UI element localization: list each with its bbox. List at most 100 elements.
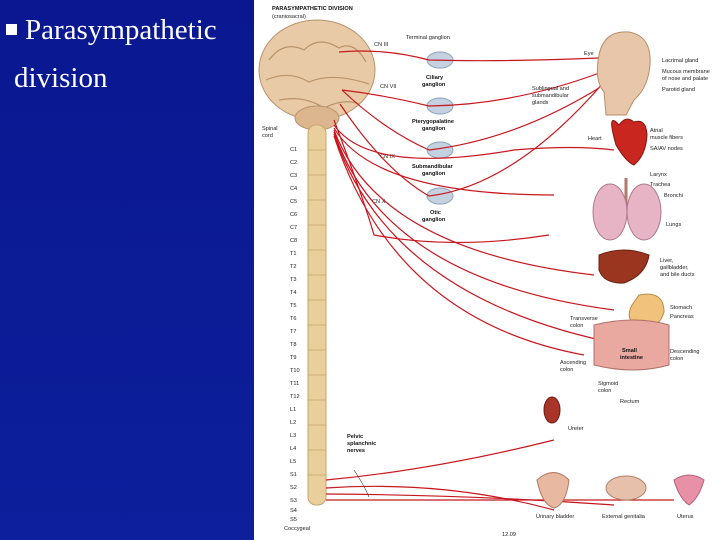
rectum-label: Rectum — [620, 399, 640, 405]
bladder-label: Urinary bladder — [536, 514, 574, 520]
pelvic-label-1: Pelvic — [347, 434, 363, 440]
trachea-label: Trachea — [650, 182, 671, 188]
heart-illustration — [611, 118, 648, 166]
right-lung — [626, 183, 662, 241]
genitalia-illustration — [605, 475, 647, 501]
brain-shape — [258, 19, 376, 121]
segment-l2: L2 — [290, 420, 296, 426]
segment-s3: S3 — [290, 498, 297, 504]
transverse-label-1: Transverse — [570, 316, 598, 322]
sublingual-label-2: submandibular — [532, 93, 569, 99]
descending-label-2: colon — [670, 356, 683, 362]
segment-c3: C3 — [290, 173, 297, 179]
segment-t10: T10 — [290, 368, 300, 374]
spinal-cord — [307, 124, 327, 506]
diagram-svg: PARASYMPATHETIC DIVISION (craniosacral) … — [258, 6, 710, 538]
sigmoid-label-1: Sigmoid — [598, 381, 618, 387]
segment-t3: T3 — [290, 277, 297, 283]
brain-fold-1 — [268, 41, 367, 63]
segment-l5: L5 — [290, 459, 296, 465]
segment-t2: T2 — [290, 264, 297, 270]
diagram-subheader: (craniosacral) — [272, 14, 306, 20]
segment-t11: T11 — [290, 381, 299, 387]
otic-label-2: ganglion — [422, 217, 446, 223]
ascending-label-2: colon — [560, 367, 573, 373]
ascending-label-1: Ascending — [560, 360, 586, 366]
pelvic-label-3: nerves — [347, 448, 365, 454]
genitalia-label: External genitalia — [602, 514, 646, 520]
ciliary-label-1: Ciliary — [426, 75, 444, 81]
segment-c7: C7 — [290, 225, 297, 231]
parasympathetic-diagram: PARASYMPATHETIC DIVISION (craniosacral) … — [254, 0, 720, 540]
cn-ix-label: CN IX — [380, 154, 395, 160]
sublingual-label-3: glands — [532, 100, 549, 106]
pelvic-label-2: splanchnic — [347, 441, 376, 447]
segment-c8: C8 — [290, 238, 297, 244]
small-int-label-2: intestine — [620, 355, 643, 361]
segment-l4: L4 — [290, 446, 296, 452]
figure-number: 12.09 — [502, 532, 516, 538]
atrial-label-2: muscle fibers — [650, 135, 683, 141]
cn-x-label: CN X — [372, 199, 386, 205]
segment-t8: T8 — [290, 342, 297, 348]
segment-c1: C1 — [290, 147, 297, 153]
submandibular-label-2: ganglion — [422, 171, 446, 177]
title-line-1: Parasympathetic — [6, 6, 217, 54]
larynx-label: Larynx — [650, 172, 667, 178]
vertebra-lines — [308, 149, 326, 476]
mucous-label-2: of nose and palate — [662, 76, 708, 82]
heart-label: Heart — [588, 136, 602, 142]
segment-c2: C2 — [290, 160, 297, 166]
segment-c5: C5 — [290, 199, 297, 205]
pterygopalatine-label-1: Pterygopalatine — [412, 119, 454, 125]
segment-coccygeal: Coccygeal — [284, 526, 310, 532]
atrial-label-1: Atrial — [650, 128, 663, 134]
otic-label-1: Otic — [430, 210, 441, 216]
transverse-label-2: colon — [570, 323, 583, 329]
liver-label-2: gallbladder, — [660, 265, 689, 271]
pterygopalatine-label-2: ganglion — [422, 126, 446, 132]
segment-c4: C4 — [290, 186, 297, 192]
liver-illustration — [598, 249, 650, 284]
descending-label-1: Descending — [670, 349, 700, 355]
title-line-2: division — [14, 62, 108, 94]
mucous-label-1: Mucous membrane — [662, 69, 710, 75]
slide-title: Parasympathetic division — [6, 6, 217, 102]
head-illustration — [596, 31, 651, 116]
spinal-cord-label-2: cord — [262, 133, 273, 139]
segment-c6: C6 — [290, 212, 297, 218]
segment-s5: S5 — [290, 517, 297, 523]
stomach-label: Stomach — [670, 305, 692, 311]
segment-s4: S4 — [290, 508, 297, 514]
liver-label-3: and bile ducts — [660, 272, 695, 278]
bladder-illustration — [536, 472, 570, 509]
lungs-label: Lungs — [666, 222, 681, 228]
terminal-ganglion-label: Terminal ganglion — [406, 35, 450, 41]
spinal-cord-label-1: Spinal — [262, 126, 278, 132]
pelvic-brace — [353, 469, 370, 498]
bronchi-label: Bronchi — [664, 193, 683, 199]
segment-l3: L3 — [290, 433, 296, 439]
eye-label: Eye — [584, 51, 594, 57]
kidney-illustration — [543, 396, 561, 424]
segment-s2: S2 — [290, 485, 297, 491]
cn-vii-label: CN VII — [380, 84, 397, 90]
segment-t12: T12 — [290, 394, 300, 400]
title-text-1: Parasympathetic — [25, 14, 217, 46]
sigmoid-label-2: colon — [598, 388, 611, 394]
ureter-label: Ureter — [568, 426, 584, 432]
segment-t9: T9 — [290, 355, 297, 361]
segment-t4: T4 — [290, 290, 297, 296]
left-lung — [592, 183, 628, 241]
ciliary-label-2: ganglion — [422, 82, 446, 88]
segment-t7: T7 — [290, 329, 297, 335]
segment-t6: T6 — [290, 316, 297, 322]
segment-l1: L1 — [290, 407, 296, 413]
cn-iii-label: CN III — [374, 42, 389, 48]
otic-ganglion-node — [426, 187, 454, 205]
segment-t1: T1 — [290, 251, 297, 257]
parotid-label: Parotid gland — [662, 87, 695, 93]
pancreas-label: Pancreas — [670, 314, 694, 320]
brain-fold-2 — [265, 74, 370, 85]
segment-t5: T5 — [290, 303, 297, 309]
